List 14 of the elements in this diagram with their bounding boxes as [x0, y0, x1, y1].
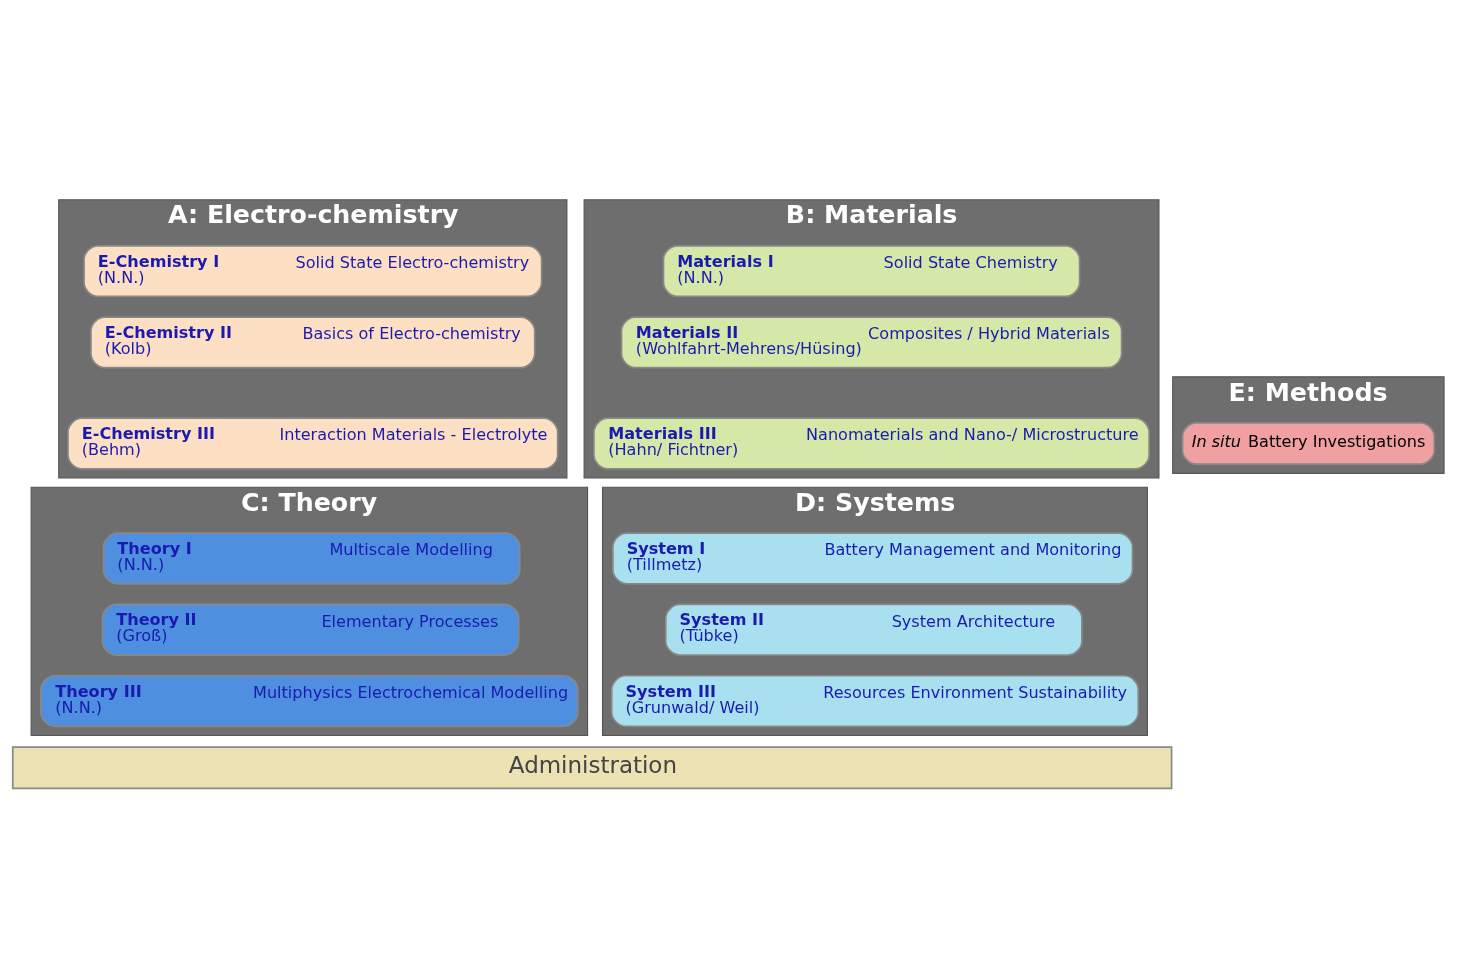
node-box: Materials II (Wohlfahrt-Mehrens/Hüsing) Composites / Hybrid Materials: [620, 315, 1123, 368]
node-box: System III (Grunwald/ Weil) Resources Environment Sustainability: [610, 674, 1140, 727]
node-box: Materials I (N.N.) Solid State Chemistry: [662, 244, 1081, 297]
node-box: Theory I (N.N.) Multiscale Modelling: [102, 531, 521, 585]
node-box: Theory II (Groß) Elementary Processes: [101, 603, 520, 656]
node-box: Theory III (N.N.) Multiphysics Electrochemical Modelling: [40, 674, 579, 727]
node-box: Administration: [11, 745, 1173, 789]
node-box: System II (Tübke) System Architecture: [664, 603, 1083, 656]
node-box: System I (Tillmetz) Battery Management and Monitoring: [612, 531, 1134, 585]
node-box: Materials III (Hahn/ Fichtner) Nanomaterials and Nano-/ Microstructure: [593, 416, 1150, 470]
node-box: E-Chemistry II (Kolb) Basics of Electro-chemistry: [90, 315, 536, 368]
node-box: E-Chemistry III (Behm) Interaction Materials - Electrolyte: [67, 416, 559, 470]
node-box: In situ Battery Investigations: [1181, 421, 1436, 465]
node-box: E-Chemistry I (N.N.) Solid State Electro-chemistry: [83, 244, 543, 297]
